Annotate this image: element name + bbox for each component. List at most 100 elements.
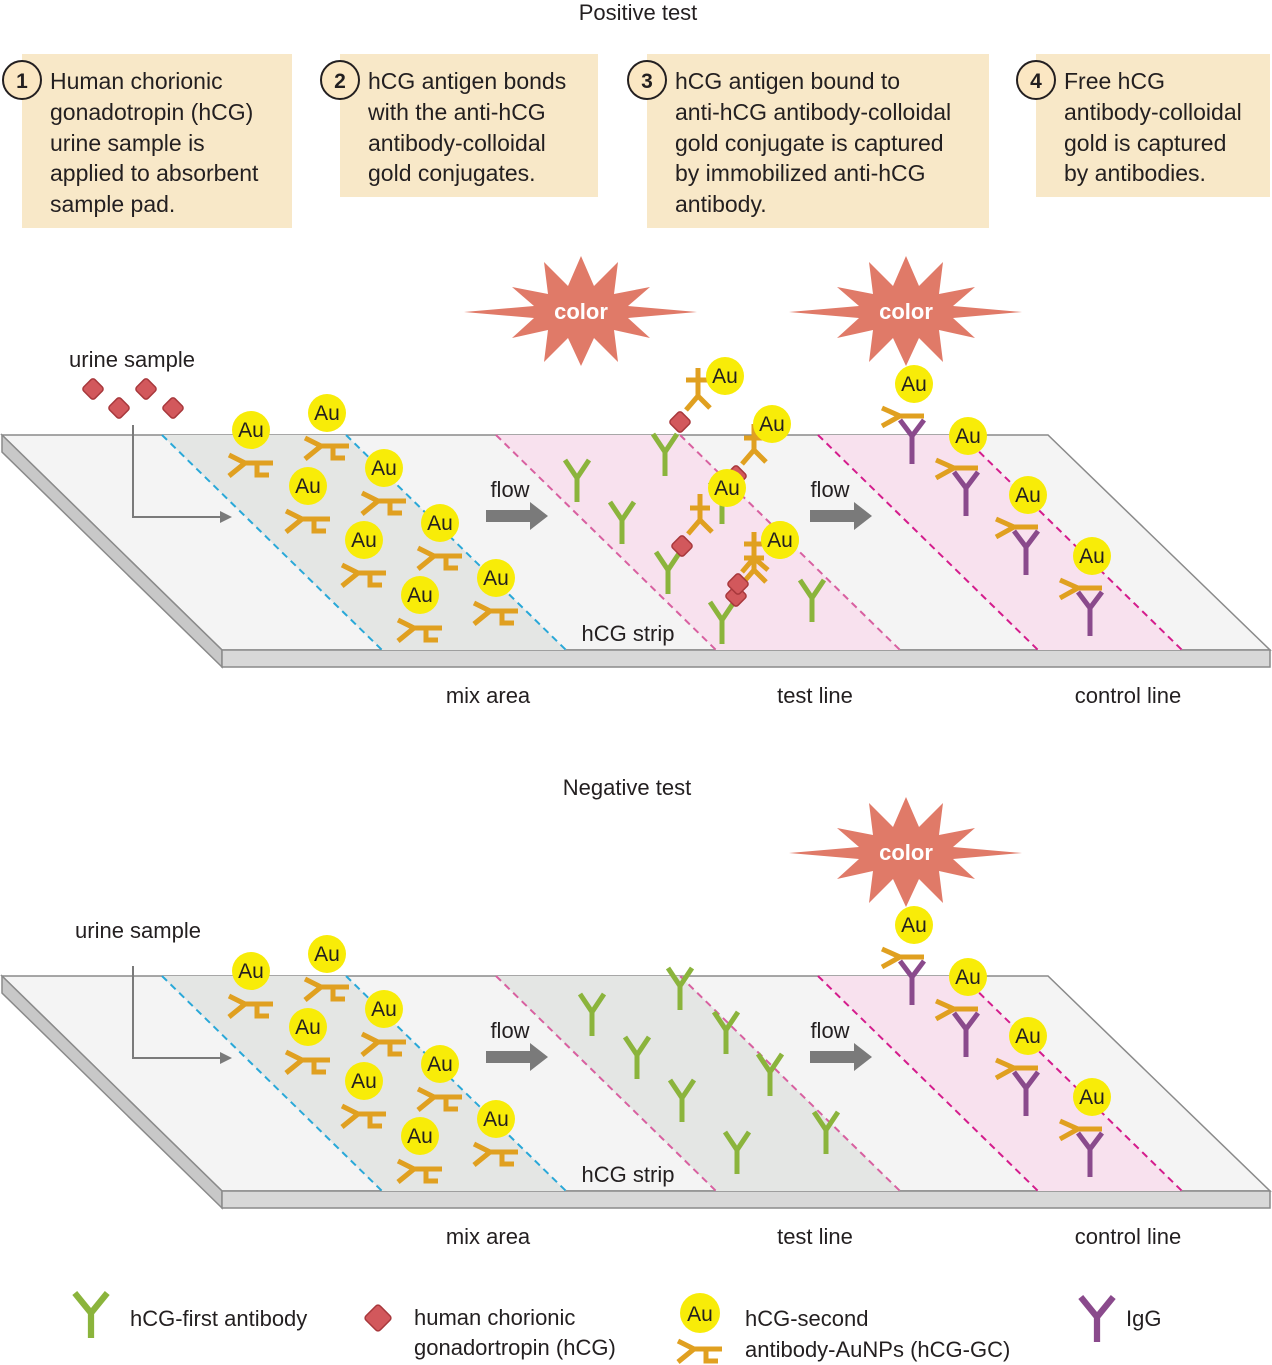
step-box-4: 4 Free hCG antibody-colloidal gold is ca… bbox=[1016, 54, 1270, 197]
capture-antibody bbox=[622, 1035, 652, 1079]
au-label: Au bbox=[351, 1070, 377, 1093]
sample-arrowhead bbox=[220, 1052, 232, 1064]
au-label: Au bbox=[238, 960, 264, 983]
urine-hcg-drops bbox=[80, 376, 186, 421]
gold-conjugate: Au bbox=[360, 990, 406, 1057]
control-zone bbox=[818, 976, 1182, 1191]
capture-antibody bbox=[711, 1010, 741, 1054]
au-label: Au bbox=[955, 966, 981, 989]
svg-text:hCG antigen bonds with t: hCG antigen bonds with the anti-hCG anti… bbox=[367, 68, 573, 186]
au-label: Au bbox=[238, 419, 264, 442]
sample-arrowhead bbox=[220, 511, 232, 523]
gold-conjugate: Au bbox=[340, 1062, 386, 1129]
au-label: Au bbox=[759, 413, 785, 436]
svg-text:human chorionic gonadort: human chorionic gonadortropin (hCG) bbox=[414, 1305, 616, 1360]
step-2-line: with the anti-hCG bbox=[367, 99, 546, 125]
test-zone bbox=[496, 976, 900, 1191]
step-1-line: gonadotropin (hCG) bbox=[50, 99, 253, 125]
color-label: color bbox=[879, 840, 933, 865]
au-label: Au bbox=[955, 425, 981, 448]
zone-label-mix: mix area bbox=[446, 683, 531, 708]
color-label: color bbox=[554, 299, 608, 324]
step-box-2: 2 hCG antigen bonds with the anti-hCG an… bbox=[320, 54, 598, 197]
capture-antibody bbox=[653, 550, 683, 594]
mix-area-dash bbox=[161, 434, 383, 651]
color-burst-test: color bbox=[464, 256, 697, 366]
strip-label: hCG strip bbox=[582, 621, 675, 646]
step-box-1: 1 Human chorionic gonadotropin (hCG) uri… bbox=[2, 54, 292, 228]
step-number-circle bbox=[320, 60, 360, 100]
au-label: Au bbox=[1079, 1086, 1105, 1109]
bound-gold-antibody bbox=[740, 424, 768, 466]
au-label: Au bbox=[687, 1303, 713, 1326]
svg-text:Free hCG antibody-colloi: Free hCG antibody-colloidal gold is capt… bbox=[1064, 68, 1248, 186]
gold-nanoparticle: Au bbox=[708, 469, 746, 507]
step-4-line: gold is captured bbox=[1064, 130, 1226, 156]
step-number: 3 bbox=[641, 70, 653, 93]
bound-gold-antibody bbox=[686, 494, 714, 536]
capture-antibody bbox=[707, 600, 737, 644]
gold-conjugate: Au bbox=[416, 504, 462, 571]
hcg-antigen bbox=[671, 535, 693, 557]
urine-sample-label: urine sample bbox=[75, 918, 201, 943]
gold-nanoparticle: Au bbox=[753, 405, 791, 443]
gold-conjugate: Au bbox=[472, 1100, 518, 1167]
zone-label-mix: mix area bbox=[446, 1224, 531, 1249]
legend-first-antibody-icon bbox=[72, 1291, 110, 1338]
gold-conjugate: Au bbox=[396, 576, 442, 643]
step-2-line: gold conjugates. bbox=[368, 160, 536, 186]
control-complex: Au bbox=[934, 958, 987, 1057]
au-label: Au bbox=[714, 477, 740, 500]
au-label: Au bbox=[371, 998, 397, 1021]
gold-conjugate: Au bbox=[284, 467, 330, 534]
hcg-strip-negative bbox=[0, 974, 1272, 1210]
step-4-line: antibody-colloidal bbox=[1064, 99, 1242, 125]
zone-label-control: control line bbox=[1075, 683, 1181, 708]
gold-nanoparticle: Au bbox=[706, 357, 744, 395]
hcg-antigen bbox=[669, 411, 691, 433]
capture-antibody bbox=[562, 458, 592, 502]
gold-nanoparticle: Au bbox=[761, 521, 799, 559]
bound-gold-antibody bbox=[684, 368, 712, 412]
step-number: 4 bbox=[1030, 70, 1042, 93]
au-label: Au bbox=[295, 475, 321, 498]
capture-antibody bbox=[722, 1130, 752, 1174]
strip-label: hCG strip bbox=[582, 1162, 675, 1187]
au-label: Au bbox=[407, 1125, 433, 1148]
control-complex: Au bbox=[934, 417, 987, 516]
au-label: Au bbox=[351, 529, 377, 552]
flow-arrow bbox=[810, 1043, 872, 1071]
step-1-line: sample pad. bbox=[50, 191, 175, 217]
control-zone-dash bbox=[961, 434, 1183, 651]
gold-conjugate: Au bbox=[227, 411, 273, 478]
au-label: Au bbox=[712, 365, 738, 388]
flow-label: flow bbox=[810, 1018, 849, 1043]
gold-conjugate: Au bbox=[303, 935, 349, 1002]
step-1-line: Human chorionic bbox=[50, 68, 223, 94]
gold-conjugate: Au bbox=[303, 394, 349, 461]
color-burst-control: color bbox=[789, 256, 1022, 366]
control-zone bbox=[818, 435, 1182, 650]
urine-sample-label: urine sample bbox=[69, 347, 195, 372]
sample-arrow bbox=[132, 966, 222, 1059]
au-label: Au bbox=[371, 457, 397, 480]
capture-antibody bbox=[667, 1078, 697, 1122]
step-2-line: hCG antigen bonds bbox=[368, 68, 566, 94]
color-label: color bbox=[879, 299, 933, 324]
hcg-antigen bbox=[727, 573, 749, 595]
zone-label-test: test line bbox=[777, 683, 853, 708]
step-3-line: antibody. bbox=[675, 191, 767, 217]
au-label: Au bbox=[314, 943, 340, 966]
gold-conjugate: Au bbox=[416, 1045, 462, 1112]
legend-igg-icon bbox=[1078, 1295, 1116, 1342]
flow-label: flow bbox=[810, 477, 849, 502]
control-zone-dash bbox=[961, 975, 1183, 1192]
control-complex: Au bbox=[1058, 1078, 1111, 1177]
legend-first-antibody-label: hCG-first antibody bbox=[130, 1306, 307, 1331]
step-1-line: urine sample is bbox=[50, 130, 205, 156]
step-2-line: antibody-colloidal bbox=[368, 130, 546, 156]
au-label: Au bbox=[314, 402, 340, 425]
test-zone-dash bbox=[679, 434, 901, 651]
